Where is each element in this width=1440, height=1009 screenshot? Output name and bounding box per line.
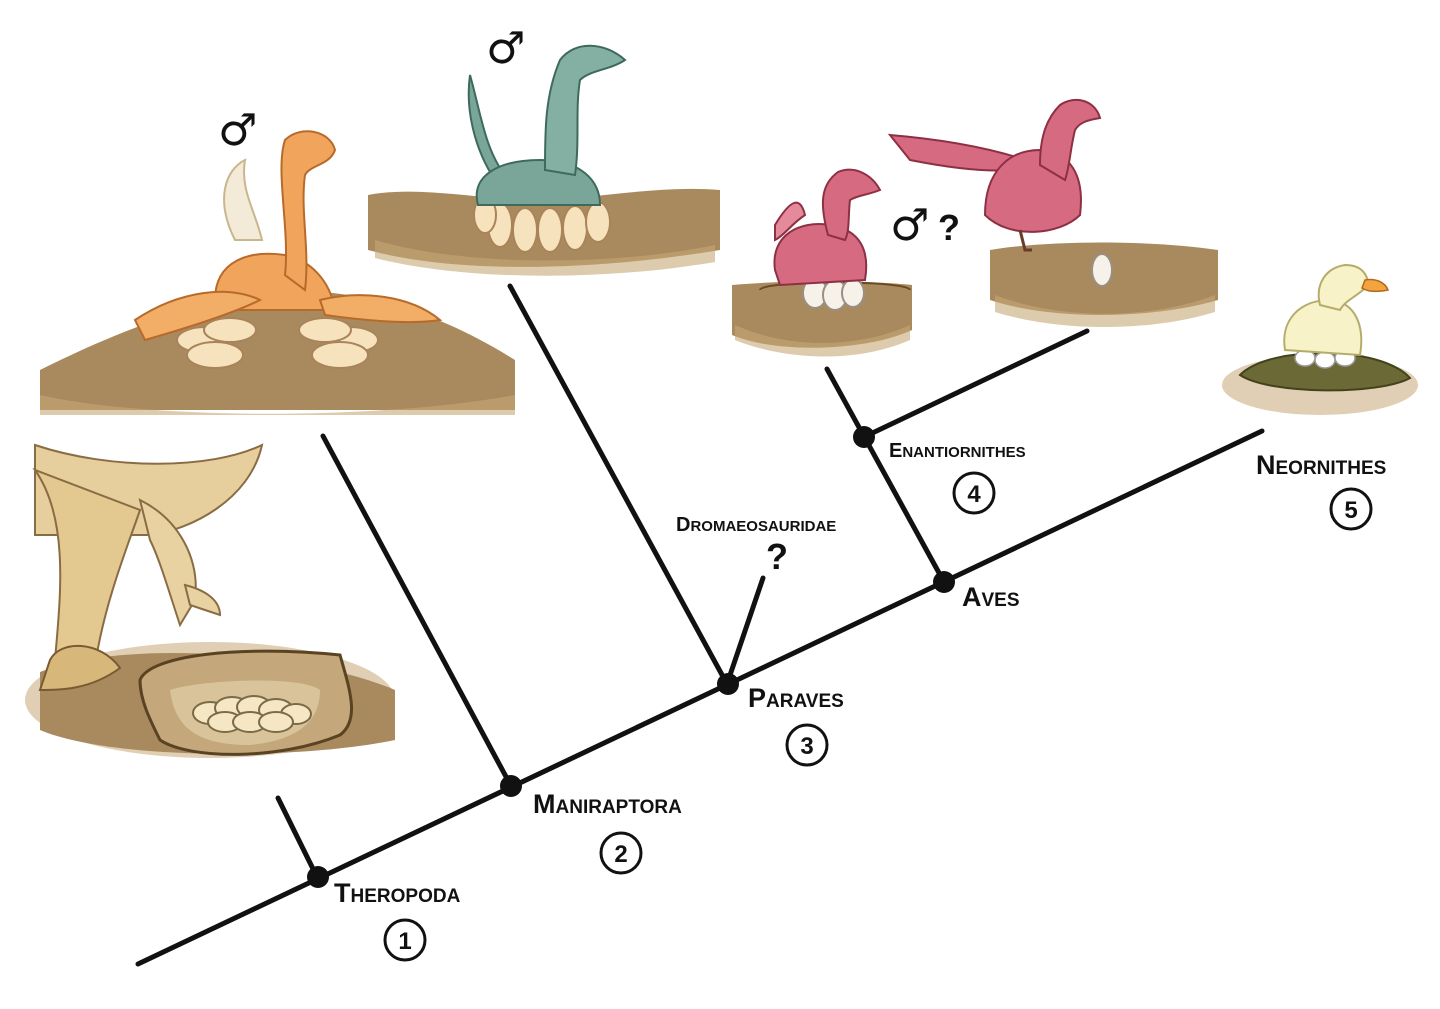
label-maniraptora: MANIRAPTORA xyxy=(533,789,682,819)
male-symbol-oviraptorid: ♂ xyxy=(218,105,257,156)
brooding-enantiornithine-icon xyxy=(732,168,912,357)
svg-text:THEROPODA: THEROPODA xyxy=(334,878,461,908)
svg-text:ENANTIORNITHES: ENANTIORNITHES xyxy=(889,440,1026,462)
svg-text:♂: ♂ xyxy=(890,200,929,251)
label-dromaeosauridae: DROMAEOSAURIDAE ? xyxy=(676,514,836,577)
node-aves xyxy=(933,571,955,593)
svg-text:AVES: AVES xyxy=(962,582,1020,612)
label-theropoda: THEROPODA xyxy=(334,878,461,908)
svg-text:NEORNITHES: NEORNITHES xyxy=(1256,450,1386,480)
label-paraves: PARAVES xyxy=(748,683,844,713)
number-badge-4: 4 xyxy=(952,471,996,515)
number-badge-5: 5 xyxy=(1329,487,1373,531)
svg-text:DROMAEOSAURIDAE: DROMAEOSAURIDAE xyxy=(676,514,836,536)
number-badge-3: 3 xyxy=(785,723,829,767)
node-paraves xyxy=(717,673,739,695)
cladogram-branches xyxy=(135,283,1265,967)
svg-text:?: ? xyxy=(766,536,788,577)
svg-text:2: 2 xyxy=(614,841,627,868)
brooding-troodontid-icon xyxy=(368,44,720,276)
svg-text:PARAVES: PARAVES xyxy=(748,683,844,713)
dinosaur-legs-over-buried-nest-icon xyxy=(25,443,395,758)
node-enantiornithes xyxy=(853,426,875,448)
male-symbol-troodontid: ♂ xyxy=(486,23,525,74)
svg-text:1: 1 xyxy=(398,928,411,955)
brooding-oviraptorid-icon xyxy=(40,130,515,415)
number-badge-2: 2 xyxy=(599,831,643,875)
node-theropoda xyxy=(307,866,329,888)
enantiornithine-over-buried-egg-icon xyxy=(887,98,1218,327)
svg-text:MANIRAPTORA: MANIRAPTORA xyxy=(533,789,682,819)
duck-on-nest-icon xyxy=(1222,263,1418,415)
label-neornithes: NEORNITHES xyxy=(1256,450,1386,480)
label-aves: AVES xyxy=(962,582,1020,612)
svg-text:4: 4 xyxy=(967,481,981,508)
male-question-enantiornithine: ♂ ? xyxy=(890,200,960,251)
number-badge-1: 1 xyxy=(383,918,427,962)
node-maniraptora xyxy=(500,775,522,797)
cladogram-nodes xyxy=(307,426,955,888)
label-enantiornithes: ENANTIORNITHES xyxy=(889,440,1026,462)
svg-text:5: 5 xyxy=(1344,497,1357,524)
svg-text:?: ? xyxy=(938,207,960,248)
svg-text:3: 3 xyxy=(800,733,813,760)
